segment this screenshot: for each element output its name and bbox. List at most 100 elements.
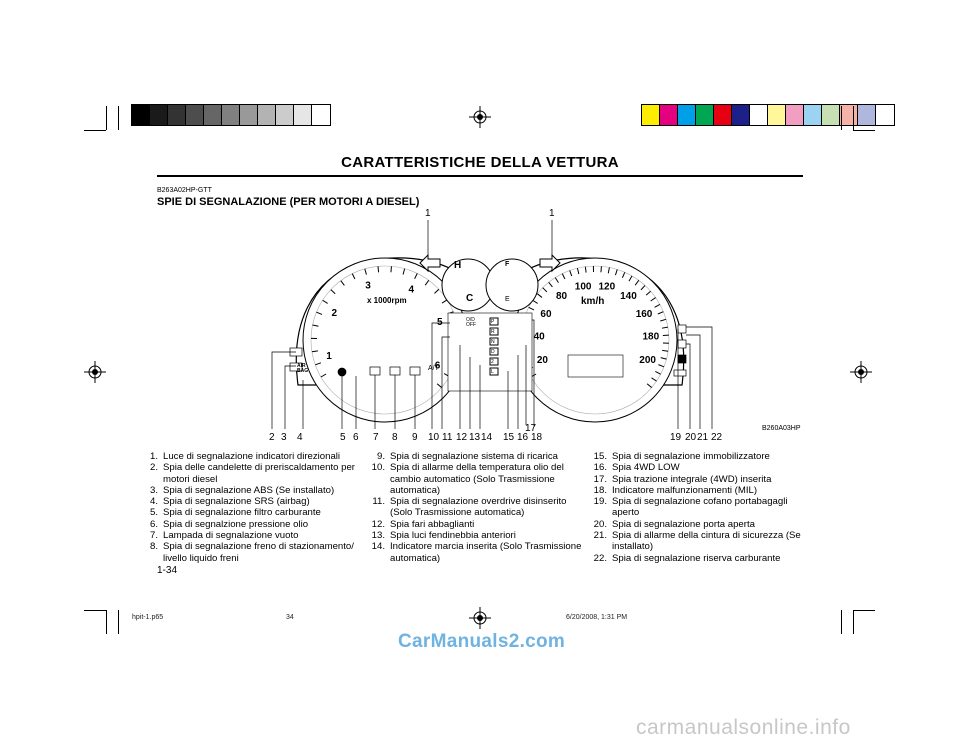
legend-item-number: 6.: [149, 518, 158, 530]
dial-tick: [660, 357, 667, 360]
dial-tick: [661, 326, 668, 329]
dial-tick: [561, 273, 566, 280]
dial-tick: [576, 268, 580, 275]
legend-column-2: 9. Spia di segnalazione sistema di ricari…: [368, 451, 582, 564]
legend-item: 5.Spia di segnalazione filtro carburante: [141, 507, 356, 518]
color-swatch: [750, 105, 768, 125]
legend-item-text: Luce di segnalazione indicatori direzion…: [163, 451, 341, 462]
legend-item: 15.Spia di segnalazione immobilizzatore: [590, 451, 805, 462]
dial-tick: [655, 370, 661, 375]
dial-tick: [658, 364, 665, 368]
gray-swatch: [132, 105, 150, 125]
legend-column-1: 1.Luce di segnalazione indicatori direzi…: [141, 451, 356, 564]
dial-tick: [320, 373, 327, 378]
gray-swatch: [222, 105, 240, 125]
right-turn-arrow-icon: [539, 253, 561, 273]
legend-item-text: Spia di segnalazione riserva carburante: [612, 552, 781, 564]
legend-item: 4.Spia di segnalazione SRS (airbag): [141, 496, 356, 507]
legend-item: 17. Spia trazione integrale (4WD) inserit…: [590, 474, 805, 485]
color-swatch: [768, 105, 786, 125]
callout-7: 7: [373, 432, 379, 443]
legend-item-text: Indicatore marcia inserita (Solo Trasmis…: [390, 541, 582, 564]
dial-tick: [614, 269, 618, 276]
callout-10: 10: [428, 432, 440, 443]
dial-tick: [434, 288, 440, 294]
color-swatch: [876, 105, 894, 125]
dial-numeral: 60: [540, 309, 552, 320]
automatic-transmission-label: A/T: [428, 365, 439, 372]
color-calibration-bar: [641, 104, 895, 126]
dial-tick: [424, 280, 430, 286]
gray-swatch: [312, 105, 330, 125]
watermark-carmanualsonline: carmanualsonline.info: [636, 716, 851, 739]
dial-tick: [436, 383, 443, 388]
legend-item-number: 17.: [593, 473, 607, 485]
dial-tick: [377, 266, 380, 273]
dial-tick: [340, 280, 345, 286]
dial-tick: [316, 311, 323, 315]
color-swatch: [786, 105, 804, 125]
section-heading: SPIE DI SEGNALAZIONE (PER MOTORI A DIESE…: [157, 196, 420, 208]
legend-item: 22. Spia di segnalazione riserva carburan…: [590, 553, 805, 564]
dial-numeral: 100: [575, 281, 592, 292]
color-swatch: [840, 105, 858, 125]
temperature-hot-label: H: [454, 260, 462, 271]
legend-item-text: Spia di segnalazione sistema di ricarica: [390, 451, 558, 462]
legend-item-number: 8.: [149, 541, 158, 553]
temperature-cold-label: C: [466, 293, 474, 304]
gear-d-label: D: [491, 349, 495, 355]
legend-item-text: Spia di segnalazione SRS (airbag): [163, 496, 310, 508]
gear-position-labels: P R N D 2 L: [491, 317, 495, 377]
callout-19: 19: [670, 432, 682, 443]
gear-r-label: R: [491, 329, 495, 335]
dial-tick: [628, 275, 633, 282]
gray-swatch: [276, 105, 294, 125]
legend-item-text: Lampada di segnalazione vuoto: [163, 530, 299, 542]
legend-item-number: 3.: [149, 484, 158, 496]
gray-swatch: [204, 105, 222, 125]
legend-item-number: 9.: [376, 451, 385, 462]
title-rule: [157, 175, 803, 177]
gray-swatch: [258, 105, 276, 125]
dial-numeral: 6: [435, 361, 441, 372]
fuel-empty-label: E: [505, 296, 510, 303]
callout-20: 20: [685, 432, 697, 443]
legend-item-number: 10.: [371, 462, 385, 474]
legend-item-text: Spia di allarme della cintura di sicurez…: [612, 530, 801, 553]
legend-item-number: 16.: [593, 462, 607, 474]
callout-18: 18: [531, 432, 543, 443]
legend-item-text: Spia di segnalazione filtro carburante: [163, 507, 321, 519]
legend-item-number: 15.: [593, 451, 607, 462]
legend-item: 3.Spia di segnalazione ABS (Se installat…: [141, 485, 356, 496]
callout-13: 13: [469, 432, 481, 443]
legend-item-text: Spia di segnalzione pressione olio: [163, 518, 309, 530]
legend-item-text: Spia fari abbaglianti: [390, 518, 475, 530]
callout-2: 2: [269, 432, 275, 443]
registration-mark-bottom: [469, 607, 491, 629]
left-turn-arrow-icon: [419, 253, 441, 273]
dial-tick: [650, 297, 656, 302]
dial-tick: [548, 281, 553, 288]
dial-tick: [390, 266, 392, 273]
figure-code: B260A03HP: [762, 425, 801, 432]
callout-8: 8: [392, 432, 398, 443]
legend-item-number: 22.: [593, 552, 607, 564]
legend-item-number: 19.: [593, 496, 607, 508]
dial-tick: [651, 377, 657, 382]
registration-mark-top: [469, 106, 491, 128]
legend-item-number: 2.: [149, 462, 158, 474]
dial-numeral: 3: [365, 281, 371, 292]
grayscale-calibration-bar: [131, 104, 331, 126]
legend-item-text: Spia trazione integrale (4WD) inserita: [612, 473, 772, 485]
legend-item-text: Spia luci fendinebbia anteriori: [390, 530, 516, 542]
odometer-display: [567, 354, 624, 378]
dial-tick: [441, 299, 448, 304]
overdrive-off-label: O/D OFF: [466, 317, 476, 328]
callout-9: 9: [412, 432, 418, 443]
dial-numeral: 2: [331, 308, 337, 319]
dial-numeral: 140: [620, 291, 637, 302]
legend-item: 12.Spia fari abbaglianti: [368, 519, 582, 530]
gear-2-label: 2: [491, 359, 494, 365]
legend-item: 9. Spia di segnalazione sistema di ricari…: [368, 451, 582, 462]
callout-3: 3: [281, 432, 287, 443]
